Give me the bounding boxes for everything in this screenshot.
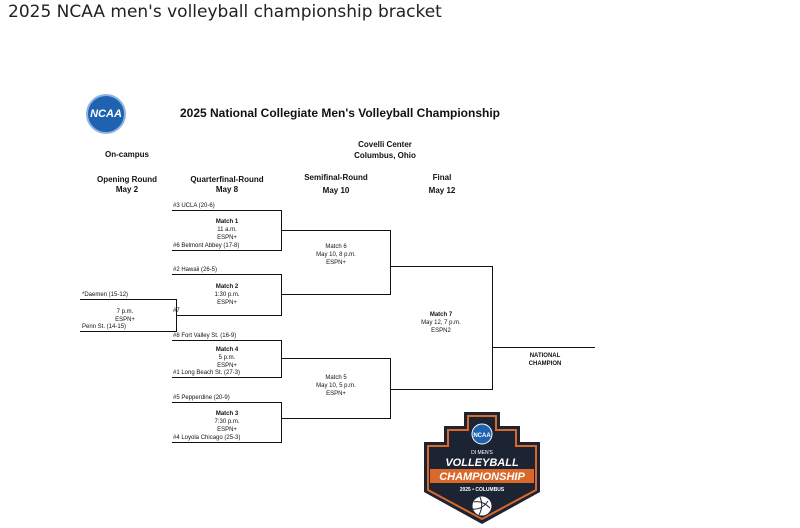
round-header-final: Final May 12 xyxy=(387,173,497,196)
match-label: Match 5 xyxy=(325,375,347,381)
match-network: ESPN+ xyxy=(217,235,237,241)
team-qf3-top: #5 Pepperdine (20-9) xyxy=(173,395,230,401)
round-header-opening: Opening Round May 2 xyxy=(72,175,182,195)
match-time: May 10, 5 p.m. xyxy=(316,383,356,389)
page-title: 2025 NCAA men's volleyball championship … xyxy=(8,2,442,22)
round-date: May 10 xyxy=(322,186,350,195)
bracket-line xyxy=(281,230,391,231)
national-champion-label: NATIONAL CHAMPION xyxy=(510,352,580,368)
bracket-line xyxy=(492,266,493,390)
match-time: 1:30 p.m. xyxy=(214,292,240,298)
bracket-line xyxy=(390,266,493,267)
venue-city: Columbus, Ohio xyxy=(354,151,416,160)
match-time: 7:30 p.m. xyxy=(214,419,240,425)
badge-line3: 2025 • COLUMBUS xyxy=(460,487,505,493)
match-1-info: Match 1 11 a.m. ESPN+ xyxy=(172,218,282,242)
bracket-line xyxy=(281,418,391,419)
champion-label-line2: CHAMPION xyxy=(528,361,562,367)
match-3-info: Match 3 7:30 p.m. ESPN+ xyxy=(172,410,282,434)
match-4-info: Match 4 5 p.m. ESPN+ xyxy=(172,346,282,370)
bracket-line xyxy=(176,315,282,316)
bracket-line xyxy=(80,331,176,332)
bracket-line xyxy=(172,210,282,211)
match-2-info: Match 2 1:30 p.m. ESPN+ xyxy=(172,283,282,307)
round-header-semifinal: Semifinal-Round May 10 xyxy=(281,173,391,196)
match-network: ESPN2 xyxy=(431,328,451,334)
badge-ncaa-icon xyxy=(471,423,493,445)
venue-name: Covelli Center xyxy=(358,140,412,149)
match-label: Match 1 xyxy=(215,219,239,225)
badge-ncaa-text: NCAA xyxy=(473,433,491,439)
bracket-line xyxy=(172,340,282,341)
round-date: May 8 xyxy=(215,185,239,194)
match-6-info: Match 6 May 10, 8 p.m. ESPN+ xyxy=(281,243,391,267)
bracket-line xyxy=(172,402,282,403)
bracket-line xyxy=(172,442,282,443)
bracket-line xyxy=(492,347,595,348)
badge-shield xyxy=(424,412,540,524)
team-qf1-bottom: #6 Belmont Abbey (17-8) xyxy=(173,243,240,249)
round-name: Opening Round xyxy=(97,175,157,184)
match-label: Match 6 xyxy=(325,244,347,250)
team-qf3-bottom: #4 Loyola Chicago (25-3) xyxy=(173,435,241,441)
match-network: ESPN+ xyxy=(115,317,135,323)
match-label: Match 7 xyxy=(429,312,453,318)
match-time: 11 a.m. xyxy=(217,227,237,233)
match-time: 7 p.m. xyxy=(116,309,134,315)
bracket-line xyxy=(281,340,282,378)
round-name: Final xyxy=(432,173,452,182)
round-name: Semifinal-Round xyxy=(304,173,368,182)
match-label: Match 4 xyxy=(215,347,239,353)
match-time: May 10, 8 p.m. xyxy=(316,252,356,258)
team-opening-bottom: Penn St. (14-15) xyxy=(82,324,127,330)
team-qf2-top: #2 Hawaii (26-5) xyxy=(173,267,218,273)
volleyball-seams xyxy=(472,496,491,516)
opening-match-info: 7 p.m. ESPN+ xyxy=(70,308,180,324)
bracket-line xyxy=(390,389,493,390)
bracket-line xyxy=(281,294,391,295)
match-network: ESPN+ xyxy=(217,427,237,433)
badge-line2: CHAMPIONSHIP xyxy=(439,471,525,483)
round-date: May 2 xyxy=(115,185,139,194)
team-opening-top: *Daemen (15-12) xyxy=(82,292,129,298)
badge-banner xyxy=(430,469,534,483)
badge-line1: VOLLEYBALL xyxy=(445,457,519,469)
on-campus-label: On-campus xyxy=(104,150,149,159)
match-network: ESPN+ xyxy=(217,363,237,369)
match-network: ESPN+ xyxy=(326,391,346,397)
bracket-line xyxy=(80,299,176,300)
round-name: Quarterfinal-Round xyxy=(190,175,264,184)
match-label: Match 3 xyxy=(215,411,239,417)
bracket-line xyxy=(390,358,391,419)
bracket-line xyxy=(281,358,391,359)
team-qf1-top: #3 UCLA (20-6) xyxy=(173,203,215,209)
round-header-quarterfinal: Quarterfinal-Round May 8 xyxy=(172,175,282,195)
champion-label-line1: NATIONAL xyxy=(529,353,561,359)
championship-badge: NCAA DI MEN'S VOLLEYBALL CHAMPIONSHIP 20… xyxy=(424,412,540,524)
match-network: ESPN+ xyxy=(326,260,346,266)
match-7-info: Match 7 May 12, 7 p.m. ESPN2 xyxy=(386,311,496,335)
bracket-title: 2025 National Collegiate Men's Volleybal… xyxy=(179,106,501,120)
match-label: Match 2 xyxy=(215,284,239,290)
round-date: May 12 xyxy=(428,186,456,195)
ncaa-logo: NCAA xyxy=(86,94,126,134)
bracket-line xyxy=(172,274,282,275)
bracket-line xyxy=(172,250,282,251)
match-network: ESPN+ xyxy=(217,300,237,306)
bracket-line xyxy=(281,274,282,316)
team-qf4-top: #8 Fort Valley St. (16-9) xyxy=(173,333,237,339)
match-time: 5 p.m. xyxy=(218,355,236,361)
badge-border xyxy=(427,415,537,521)
team-qf4-bottom: #1 Long Beach St. (27-3) xyxy=(173,370,241,376)
match-time: May 12, 7 p.m. xyxy=(421,320,461,326)
bracket-line xyxy=(172,377,282,378)
badge-sub-text: DI MEN'S xyxy=(471,450,493,456)
bracket-line xyxy=(281,402,282,443)
match-5-info: Match 5 May 10, 5 p.m. ESPN+ xyxy=(281,374,391,398)
bracket-line xyxy=(390,230,391,295)
